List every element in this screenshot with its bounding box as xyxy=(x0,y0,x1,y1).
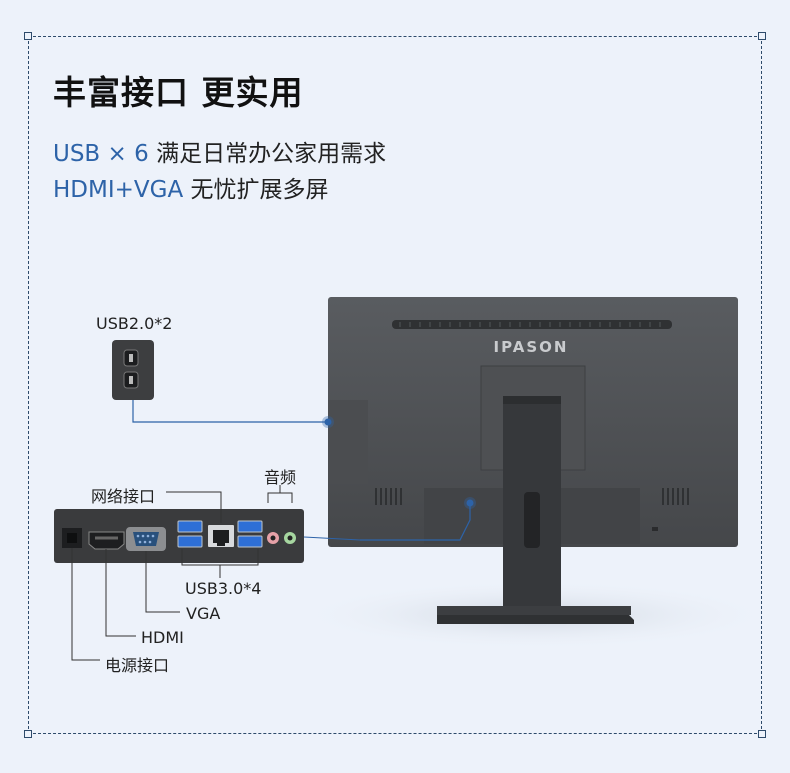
monitor-stand xyxy=(437,396,634,624)
display-description: 无忧扩展多屏 xyxy=(190,177,329,203)
label-power: 电源接口 xyxy=(105,656,170,675)
frame-corner xyxy=(758,730,766,738)
usb3-port xyxy=(237,535,263,548)
port-panel xyxy=(54,497,476,563)
label-network: 网络接口 xyxy=(91,487,156,506)
usb-count: USB × 6 xyxy=(53,141,149,167)
hdmi-port xyxy=(88,531,125,550)
usb3-port xyxy=(177,535,203,548)
frame-corner xyxy=(24,730,32,738)
page-title: 丰富接口 更实用 xyxy=(53,73,304,112)
frame-corner xyxy=(758,32,766,40)
usb2-detail xyxy=(112,340,334,428)
dashed-frame xyxy=(28,36,762,734)
vent-left xyxy=(375,488,402,505)
feature-line-display: HDMI+VGA 无忧扩展多屏 xyxy=(53,170,329,204)
callout-lines xyxy=(71,485,293,661)
usb3-port xyxy=(237,520,263,533)
brand-logo: IPASON xyxy=(494,338,569,356)
usb-description: 满足日常办公家用需求 xyxy=(156,141,387,167)
display-ports: HDMI+VGA xyxy=(53,177,184,203)
frame-corner xyxy=(24,32,32,40)
feature-line-usb: USB × 6 满足日常办公家用需求 xyxy=(53,134,386,168)
label-usb3: USB3.0*4 xyxy=(185,579,262,598)
usb3-port xyxy=(177,520,203,533)
label-usb2: USB2.0*2 xyxy=(96,314,173,333)
vent-right xyxy=(662,488,689,505)
label-hdmi: HDMI xyxy=(141,628,184,647)
label-vga: VGA xyxy=(186,604,221,623)
label-audio: 音频 xyxy=(264,468,297,487)
